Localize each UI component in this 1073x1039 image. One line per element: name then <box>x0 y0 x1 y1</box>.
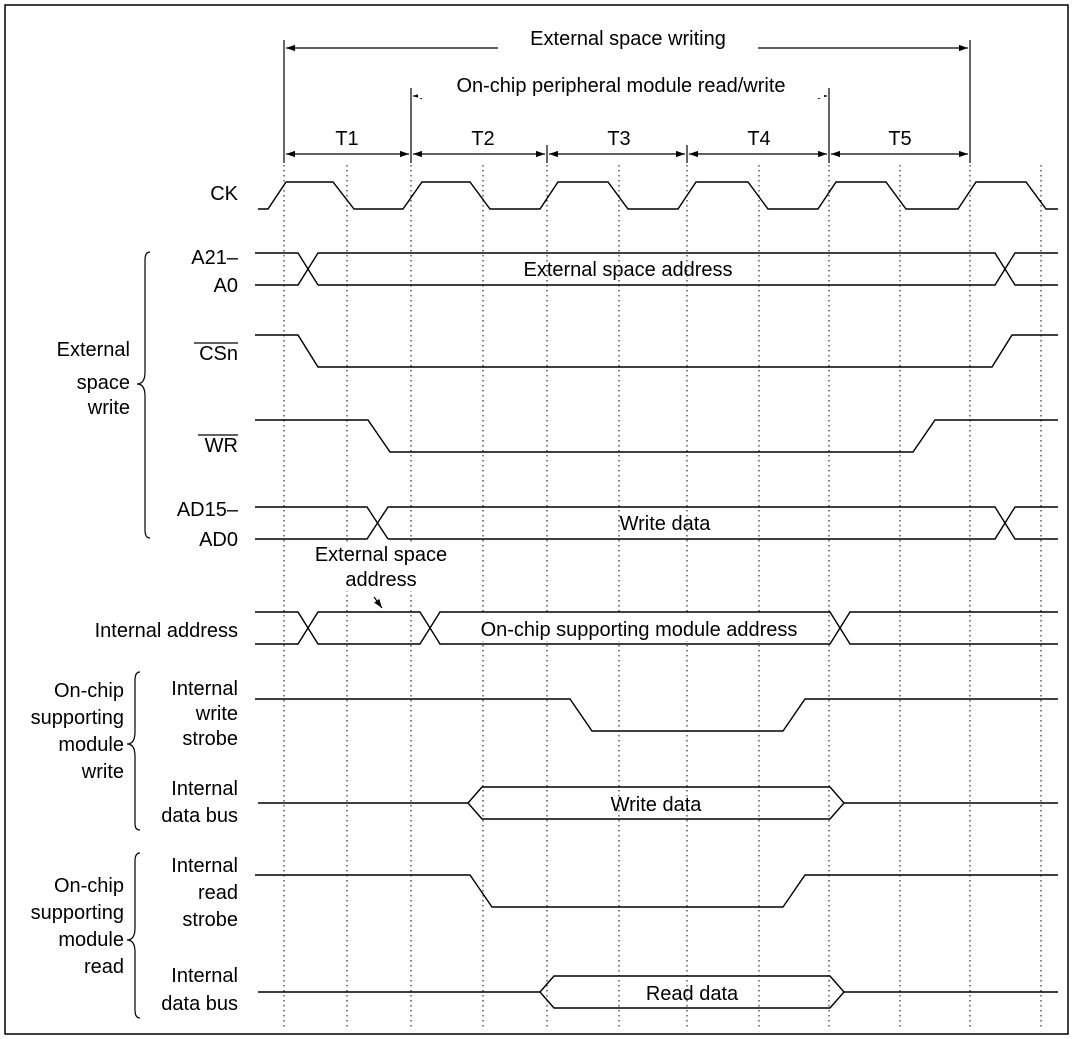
internal-data-bus-read: Internal data bus Read data <box>161 965 1058 1015</box>
address-bus-tail <box>318 252 1058 286</box>
note-bg <box>305 543 453 591</box>
data-bus-tail <box>388 506 1058 540</box>
group-onchip-write-line-2: supporting <box>31 707 124 729</box>
group-onchip-write-line-3: module <box>58 734 124 756</box>
iws-label-2: write <box>195 703 238 725</box>
irs-label-2: read <box>198 882 238 904</box>
idbw-label-1: Internal <box>171 778 238 800</box>
group-onchip-read: On-chip supporting module read <box>31 875 124 978</box>
data-bus-bottom <box>255 506 1058 540</box>
wr-signal: WR <box>198 419 1058 457</box>
group-onchip-write: On-chip supporting module write <box>31 680 124 783</box>
clock-grid <box>283 165 1042 1030</box>
csn-waveform <box>255 334 1058 368</box>
group-onchip-read-line-2: supporting <box>31 902 124 924</box>
iws-label-3: strobe <box>182 728 238 750</box>
internal-write-strobe: Internal write strobe <box>171 678 1058 750</box>
state-row: T1 T2 T3 T4 T5 <box>286 128 968 163</box>
address-bus-value: External space address <box>523 259 732 281</box>
group-onchip-write-line-1: On-chip <box>54 680 124 702</box>
state-label-t5: T5 <box>888 128 911 150</box>
group-ext-write: External space write <box>57 339 130 419</box>
group-ext-write-line-3: write <box>87 397 130 419</box>
brace-onchip-write <box>126 671 141 831</box>
state-label-t4: T4 <box>747 128 770 150</box>
span-label-bg <box>498 26 758 52</box>
ck-signal: CK <box>210 181 1058 210</box>
irs-label-3: strobe <box>182 909 238 931</box>
state-label-t3: T3 <box>607 128 630 150</box>
group-ext-write-line-2: space <box>77 372 130 394</box>
ext-address-note: External space address <box>305 543 453 609</box>
internal-address-value: On-chip supporting module address <box>481 619 798 641</box>
group-onchip-read-line-1: On-chip <box>54 875 124 897</box>
address-bus: A21– A0 External space address <box>191 247 1058 297</box>
csn-label: CSn <box>199 343 238 365</box>
a21-label: A21– <box>191 247 239 269</box>
note-arrow <box>373 596 383 609</box>
span-label: External space writing <box>530 28 726 50</box>
idbr-value: Read data <box>646 983 739 1005</box>
note-line-2: address <box>345 569 416 591</box>
ad0-label: AD0 <box>199 529 238 551</box>
irs-label-1: Internal <box>171 855 238 877</box>
wr-waveform <box>255 419 1058 453</box>
iws-waveform <box>255 698 1058 732</box>
internal-data-bus-write: Internal data bus Write data <box>161 778 1058 827</box>
state-label-t2: T2 <box>471 128 494 150</box>
internal-address-label: Internal address <box>95 620 238 642</box>
span-label-bg <box>418 72 824 98</box>
a0-label: A0 <box>214 275 238 297</box>
ad15-label: AD15– <box>177 499 239 521</box>
span-onchip-read-write: On-chip peripheral module read/write <box>410 72 830 163</box>
internal-read-strobe: Internal read strobe <box>171 855 1058 931</box>
internal-address-value-bg <box>450 615 828 641</box>
data-bus-top <box>255 506 389 540</box>
idbw-value: Write data <box>611 794 703 816</box>
idbw-label-2: data bus <box>161 805 238 827</box>
data-bus: AD15– AD0 Write data <box>177 499 1058 551</box>
idbr-label-1: Internal <box>171 965 238 987</box>
brace-ext-write <box>136 251 151 539</box>
data-bus-value: Write data <box>620 513 712 535</box>
brace-onchip-read <box>126 852 141 1019</box>
note-line-1: External space <box>315 544 447 566</box>
internal-address-b <box>255 611 1058 645</box>
ck-waveform <box>258 181 1058 210</box>
ck-label: CK <box>210 183 238 205</box>
span-label: On-chip peripheral module read/write <box>456 75 785 97</box>
internal-address: Internal address On-chip supporting modu… <box>95 611 1058 645</box>
wr-label: WR <box>205 435 238 457</box>
state-label-t1: T1 <box>335 128 358 150</box>
address-bus-bottom <box>255 252 1058 286</box>
group-onchip-read-line-3: module <box>58 929 124 951</box>
address-bus-top <box>255 252 319 286</box>
group-onchip-write-line-4: write <box>81 761 124 783</box>
idbr-label-2: data bus <box>161 993 238 1015</box>
iws-label-1: Internal <box>171 678 238 700</box>
group-ext-write-line-1: External <box>57 339 130 361</box>
csn-signal: CSn <box>194 334 1058 368</box>
group-onchip-read-line-4: read <box>84 956 124 978</box>
diagram-frame <box>4 4 1069 1035</box>
irs-waveform <box>255 874 1058 908</box>
span-external-space-writing: External space writing <box>283 26 971 163</box>
